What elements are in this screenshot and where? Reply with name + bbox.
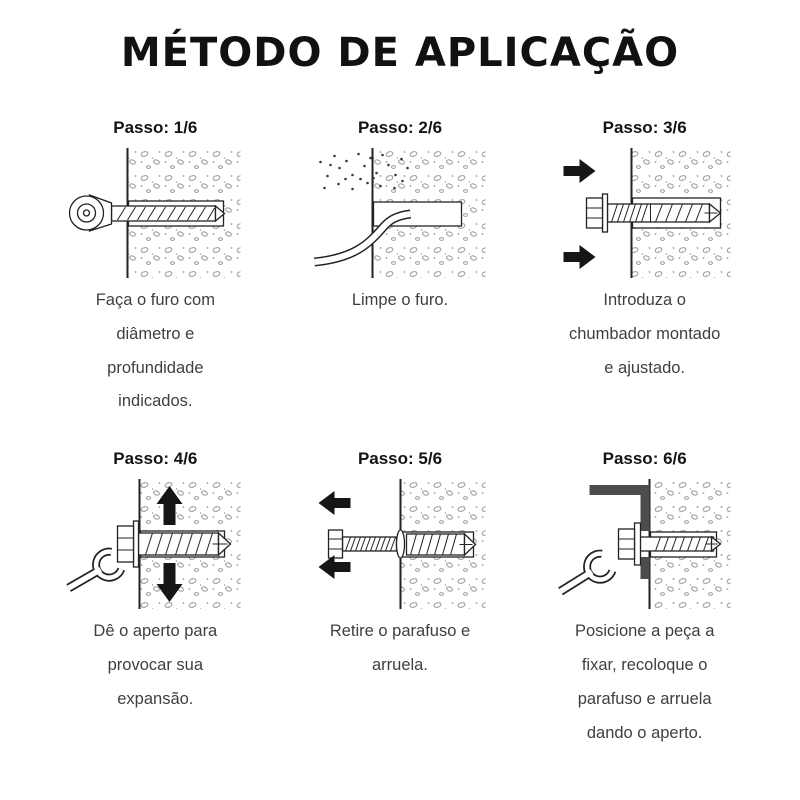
remove-screw-icon bbox=[318, 479, 486, 610]
washer bbox=[633, 522, 641, 566]
step-3-label: Passo: 3/6 bbox=[602, 118, 687, 137]
hex-head bbox=[585, 197, 603, 229]
page-title: MÉTODO DE APLICAÇÃO bbox=[120, 30, 680, 76]
wrench-icon bbox=[66, 547, 126, 593]
insert-anchor-icon bbox=[563, 148, 731, 278]
step-5-caption: Retire o parafuso e arruela. bbox=[329, 622, 471, 675]
anchor-sleeve bbox=[405, 532, 477, 557]
step-5-label: Passo: 5/6 bbox=[357, 449, 443, 469]
step-4-caption: Dê o aperto para provocar sua expansão. bbox=[93, 622, 218, 708]
right-arrow-icon bbox=[563, 245, 596, 269]
fix-piece-icon bbox=[557, 479, 731, 610]
step-6-caption: Posicione a peça a fixar, recoloque o pa… bbox=[574, 622, 715, 742]
down-arrow-icon bbox=[156, 563, 183, 603]
washer bbox=[395, 529, 406, 559]
step-6: Passo: 6/6 bbox=[533, 449, 756, 750]
anchor-bolt bbox=[585, 193, 722, 233]
step-6-illustration bbox=[533, 478, 756, 610]
step-3: Passo: 3/6 bbox=[533, 118, 756, 419]
washer bbox=[133, 520, 140, 568]
step-2-caption: Limpe o furo. bbox=[351, 291, 449, 309]
right-arrow-icon bbox=[563, 159, 596, 183]
step-4-label: Passo: 4/6 bbox=[113, 449, 198, 469]
anchor-bolt bbox=[632, 535, 722, 553]
step-3-illustration bbox=[533, 147, 756, 279]
left-arrow-icon bbox=[318, 555, 351, 580]
clean-hole-icon bbox=[314, 148, 486, 278]
step-4: Passo: 4/6 bbox=[44, 449, 267, 750]
drill-hole-icon bbox=[69, 148, 241, 278]
step-1-illustration bbox=[44, 147, 267, 279]
step-1-caption: Faça o furo com diâmetro e profundidade … bbox=[95, 291, 215, 411]
step-6-label: Passo: 6/6 bbox=[602, 449, 687, 469]
drill-chuck bbox=[69, 194, 113, 232]
step-2: Passo: 2/6 bbox=[289, 118, 512, 419]
step-4-illustration bbox=[44, 478, 267, 610]
hex-head bbox=[617, 528, 635, 560]
dust-particles bbox=[319, 152, 409, 191]
drill-bit bbox=[111, 204, 226, 223]
hex-head bbox=[117, 525, 135, 563]
washer bbox=[601, 193, 608, 233]
step-2-label: Passo: 2/6 bbox=[357, 118, 443, 137]
step-3-caption: Introduza o chumbador montado e ajustado… bbox=[568, 291, 721, 377]
step-2-illustration bbox=[289, 147, 512, 279]
tighten-anchor-icon bbox=[66, 479, 241, 610]
wrench-icon bbox=[557, 549, 616, 596]
steps-grid: Passo: 1/6 bbox=[44, 118, 756, 751]
fixed-piece-bracket bbox=[589, 485, 650, 580]
step-1: Passo: 1/6 bbox=[44, 118, 267, 419]
left-arrow-icon bbox=[318, 491, 351, 516]
up-arrow-icon bbox=[156, 486, 183, 526]
removed-screw bbox=[327, 529, 406, 559]
step-1-label: Passo: 1/6 bbox=[113, 118, 198, 137]
blower-tube bbox=[314, 209, 412, 267]
step-5-illustration bbox=[289, 478, 512, 610]
hex-head bbox=[327, 529, 344, 559]
anchor-bolt bbox=[117, 520, 232, 568]
step-5: Passo: 5/6 bbox=[289, 449, 512, 750]
